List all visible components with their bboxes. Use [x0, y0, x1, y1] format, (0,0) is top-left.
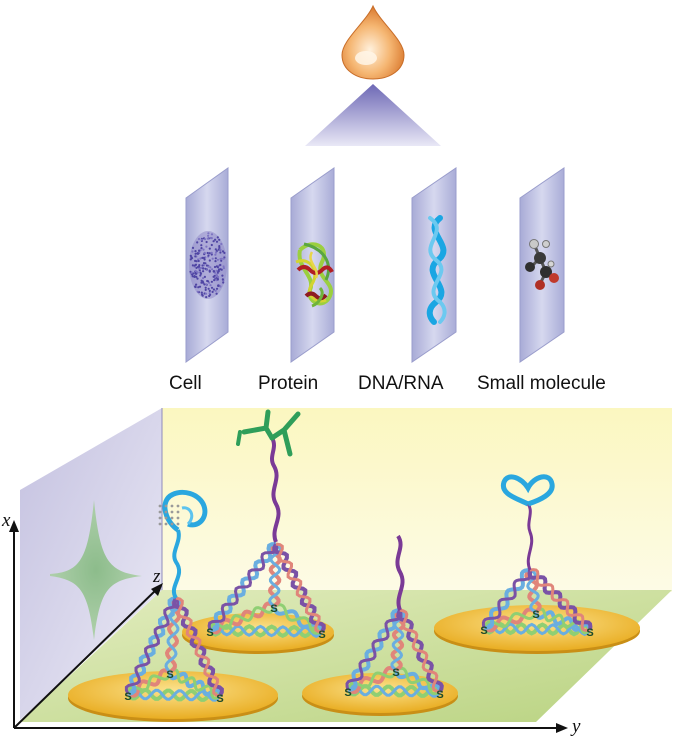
- droplet-icon: [341, 4, 405, 80]
- axis-label-y: y: [572, 716, 581, 737]
- thiol-anchor-3-2: S: [436, 689, 443, 701]
- cell-icon: [189, 231, 227, 299]
- thiol-anchor-2-2: S: [216, 693, 223, 705]
- thiol-anchor-1-1: S: [206, 627, 213, 639]
- aptamer-probe-right: [500, 474, 555, 571]
- axis-label-x: x: [2, 510, 11, 531]
- thiol-anchor-1-3: S: [270, 603, 277, 615]
- axis-label-z: z: [153, 566, 161, 587]
- x-axis-arrow-icon: [9, 520, 19, 532]
- axes: [9, 520, 568, 733]
- thiol-anchor-4-1: S: [480, 625, 487, 637]
- thiol-anchor-4-2: S: [586, 627, 593, 639]
- z-axis-arrow-icon: [151, 583, 163, 596]
- label-small-molecule: Small molecule: [477, 373, 606, 394]
- target-cell-dots: [158, 504, 180, 526]
- sample-funnel: [305, 84, 441, 146]
- label-cell: Cell: [169, 373, 202, 394]
- antibody-probe: [236, 409, 301, 543]
- thiol-anchor-3-3: S: [392, 667, 399, 679]
- dna-tetrahedron-4: S S S: [480, 568, 594, 639]
- y-axis-arrow-icon: [556, 723, 568, 733]
- signal-peak: [50, 500, 142, 640]
- label-protein: Protein: [258, 373, 319, 394]
- dna-tetrahedron-3: S S S: [344, 608, 444, 701]
- nucleic-acid-probe: [395, 534, 405, 611]
- dna-helix-icon: [426, 215, 447, 325]
- thiol-anchor-2-3: S: [166, 669, 173, 681]
- aptamer-probe-left: [158, 489, 208, 600]
- protein-icon: [295, 242, 334, 308]
- thiol-anchor-1-2: S: [318, 629, 325, 641]
- z-axis: [13, 587, 159, 729]
- thiol-anchor-3-1: S: [344, 687, 351, 699]
- small-molecule-icon: [525, 239, 559, 290]
- target-panels: [185, 167, 565, 363]
- dna-tetrahedron-1: S S S: [206, 542, 326, 641]
- dna-tetrahedron-2: S S S: [124, 596, 224, 705]
- label-dna-rna: DNA/RNA: [358, 373, 444, 394]
- thiol-anchor-2-1: S: [124, 691, 131, 703]
- thiol-anchor-4-3: S: [532, 609, 539, 621]
- dna-tetrahedra: S S S S S S S S S S S S: [124, 542, 594, 705]
